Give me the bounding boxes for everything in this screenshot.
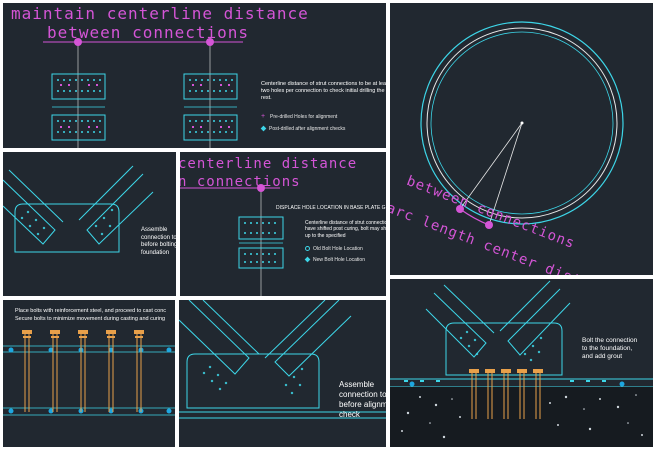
base-plate-outline [186, 353, 320, 409]
panel-centerline-distance: maintain centerline distance between con… [3, 3, 386, 148]
plus-icon: + [261, 113, 266, 121]
grout-aggregate [401, 394, 643, 439]
anchor-bolts [24, 330, 142, 412]
panel7-note: Bolt the connection to the foundation, a… [582, 337, 638, 361]
right-strut-edge [499, 280, 551, 332]
radius-line-right [488, 122, 523, 226]
outer-ring [420, 21, 624, 225]
middle-ring [426, 27, 618, 219]
inner-ring [430, 31, 614, 215]
diamond-icon [304, 256, 311, 263]
panel-assemble-before-alignment: Assemble connection to before alignm che… [179, 300, 386, 447]
panel2-drawing [420, 21, 624, 229]
panel4-legend-item-2: New Bolt Hole Location [304, 256, 365, 263]
legend-label: Post-drilled after alignment checks [269, 126, 346, 132]
strut-bolts [202, 365, 304, 395]
panel-displace-hole: centerline distance n connections DISPLA… [180, 152, 386, 296]
panel6-drawing [179, 300, 386, 419]
panel3-note: Assemble connection to before bolting fo… [141, 227, 176, 256]
left-strut [425, 292, 487, 358]
strut-bolts [459, 330, 543, 362]
right-strut-edge [78, 165, 134, 221]
panel1-title-line2: between connections [47, 23, 250, 42]
grout-strip [404, 380, 606, 382]
right-strut [507, 288, 571, 356]
circle-icon [305, 246, 310, 252]
anchor-bolts [471, 371, 541, 419]
left-strut [3, 179, 56, 245]
panel-bolt-to-foundation: Bolt the connection to the foundation, a… [390, 279, 653, 447]
panel6-note: Assemble connection to before alignm che… [339, 380, 386, 419]
legend-label: New Bolt Hole Location [313, 257, 365, 263]
bolt-nuts [469, 369, 543, 373]
bolt-plate-left [51, 73, 106, 141]
panel1-legend-item-1: + Pre-drilled Holes for alignment [261, 113, 338, 121]
centerline-node [257, 184, 265, 192]
left-strut [179, 300, 250, 375]
circle-center [520, 121, 524, 125]
panel4-heading: DISPLACE HOLE LOCATION IN BASE PLATE G [276, 205, 386, 211]
panel3-drawing [3, 165, 154, 253]
centerline-node-left [74, 38, 82, 46]
panel7-drawing [390, 280, 653, 447]
diamond-icon [260, 125, 267, 132]
right-strut [86, 173, 154, 245]
panel4-title-line1: centerline distance [180, 156, 358, 172]
base-plate-outline [14, 203, 120, 253]
legend-label: Pre-drilled Holes for alignment [270, 114, 338, 120]
panel-arc-length: arc length center distance between conne… [390, 3, 653, 275]
centerline-node-right [206, 38, 214, 46]
bolt-plate [238, 216, 284, 269]
right-strut-edge [264, 300, 326, 359]
panel-place-bolts: Place bolts with reinforcement steel, an… [3, 300, 175, 447]
panel1-title-line1: maintain centerline distance [11, 4, 309, 23]
panel5-drawing [3, 330, 175, 416]
panel1-legend-item-2: Post-drilled after alignment checks [260, 125, 346, 132]
panel4-note: Centerline distance of strut connection … [305, 220, 386, 239]
panel1-drawing [43, 38, 243, 148]
rebar-dots [8, 347, 172, 414]
panel1-note: Centerline distance of strut connections… [261, 81, 386, 101]
radius-line-left [459, 122, 523, 210]
right-strut [274, 300, 352, 377]
arc-node-right [485, 221, 493, 229]
rebar-dots [409, 381, 625, 387]
legend-label: Old Bolt Hole Location [313, 246, 363, 252]
panel5-note-line1: Place bolts with reinforcement steel, an… [15, 308, 167, 314]
panel5-note-line2: Secure bolts to minimize movement during… [15, 316, 166, 322]
base-plate-outline [445, 322, 563, 376]
left-strut-edge [8, 169, 64, 223]
left-strut-edge [443, 284, 495, 334]
foundation-concrete [390, 387, 653, 447]
panel4-legend-item-1: Old Bolt Hole Location [305, 246, 363, 252]
panel4-title-line2: n connections [180, 174, 301, 190]
bolt-nuts [22, 330, 144, 338]
bolt-plate-right [183, 73, 238, 141]
panel-assemble-before-bolting: Assemble connection to before bolting fo… [3, 152, 176, 296]
panel4-drawing [180, 184, 284, 296]
left-strut-edge [202, 300, 260, 355]
arc-node-left [456, 205, 464, 213]
strut-bolts [20, 208, 114, 236]
